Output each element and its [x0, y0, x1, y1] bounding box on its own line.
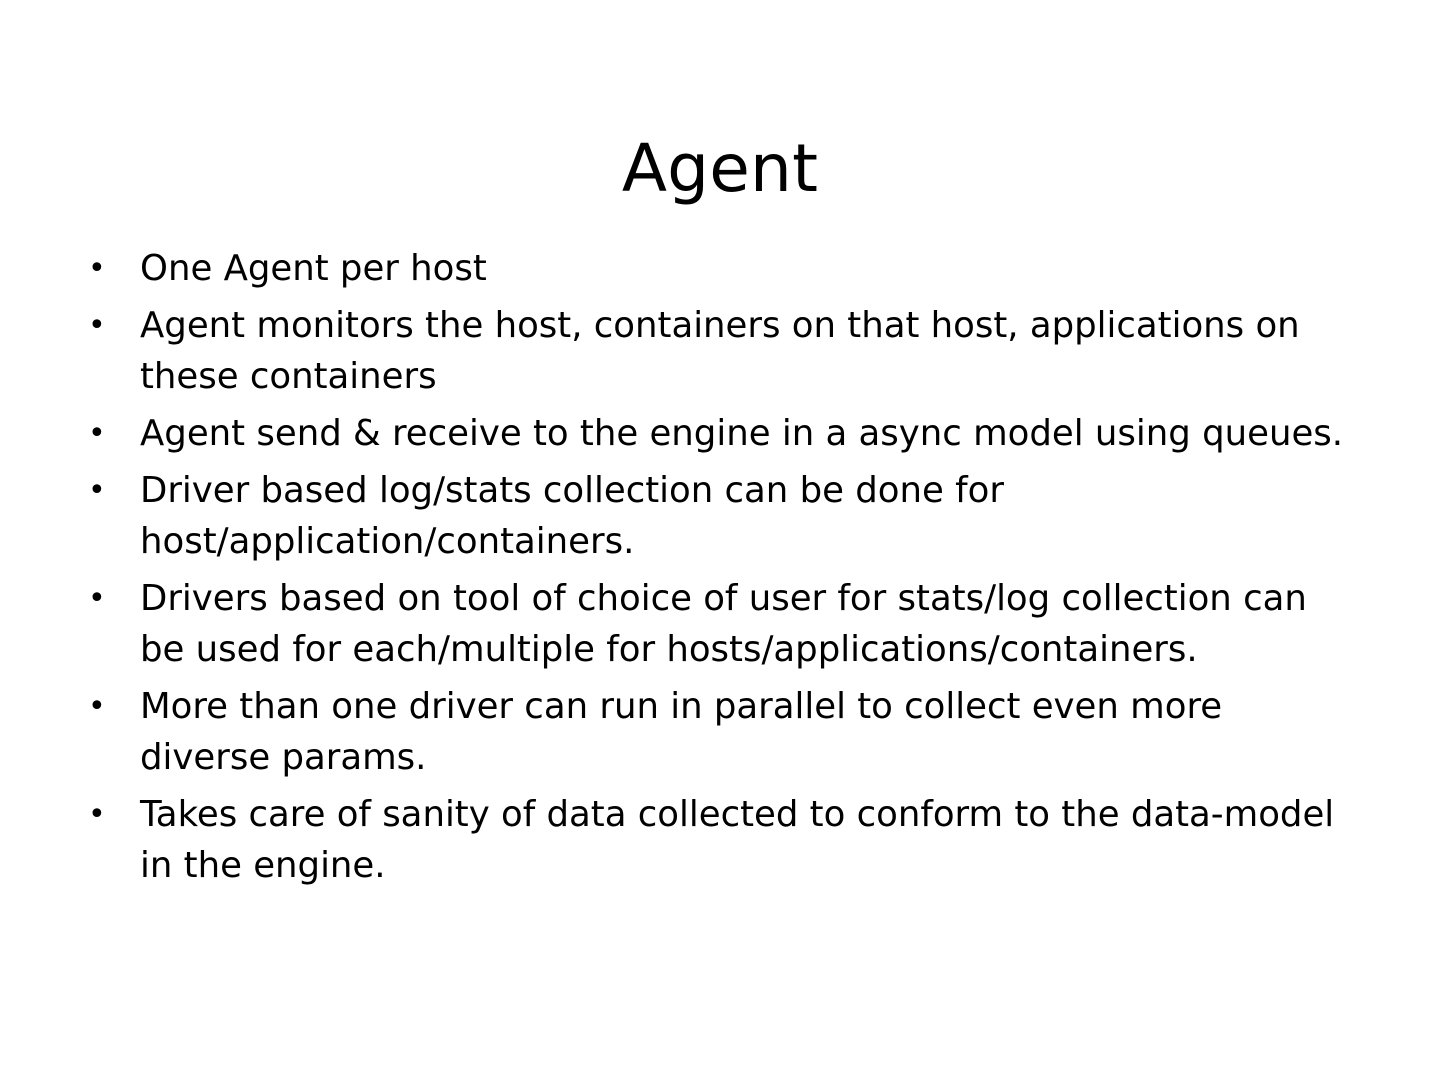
list-item-text: Drivers based on tool of choice of user … — [140, 578, 1307, 670]
bullet-point-icon: • — [88, 416, 106, 451]
list-item: • More than one driver can run in parall… — [82, 681, 1350, 783]
bullet-point-icon: • — [88, 308, 106, 343]
list-item: • Takes care of sanity of data collected… — [82, 789, 1350, 891]
list-item: • Agent monitors the host, containers on… — [82, 300, 1350, 402]
slide-title: Agent — [621, 130, 819, 208]
bullet-point-icon: • — [88, 251, 106, 286]
list-item-text: Driver based log/stats collection can be… — [140, 470, 1004, 562]
list-item-text: More than one driver can run in parallel… — [140, 686, 1223, 778]
bullet-point-icon: • — [88, 473, 106, 508]
list-item: • Drivers based on tool of choice of use… — [82, 573, 1350, 675]
list-item: • Agent send & receive to the engine in … — [82, 408, 1350, 459]
list-item: • One Agent per host — [82, 243, 1350, 294]
list-item-text: One Agent per host — [140, 248, 487, 289]
list-item: • Driver based log/stats collection can … — [82, 465, 1350, 567]
list-item-text: Takes care of sanity of data collected t… — [140, 794, 1335, 886]
bullet-list: • One Agent per host • Agent monitors th… — [82, 243, 1350, 891]
bullet-point-icon: • — [88, 689, 106, 724]
bullet-point-icon: • — [88, 581, 106, 616]
list-item-text: Agent monitors the host, containers on t… — [140, 305, 1300, 397]
bullet-point-icon: • — [88, 797, 106, 832]
list-item-text: Agent send & receive to the engine in a … — [140, 413, 1344, 454]
